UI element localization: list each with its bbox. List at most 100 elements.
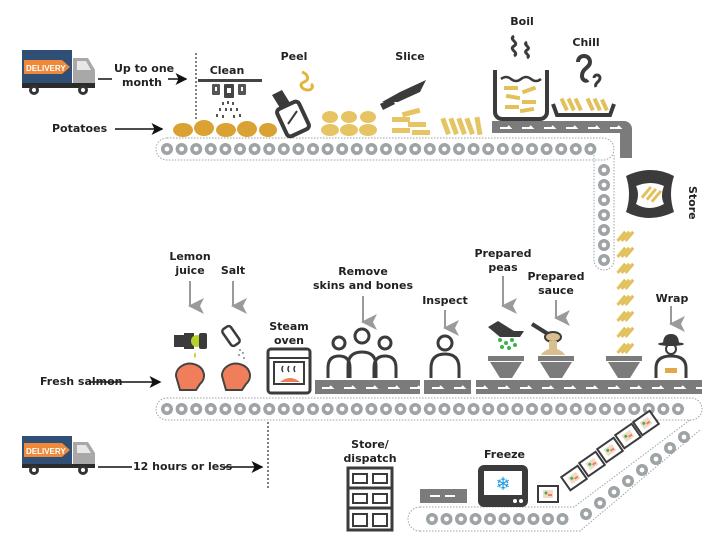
- belt-arrow: [410, 385, 423, 389]
- roller: [598, 254, 610, 266]
- roller: [608, 486, 620, 498]
- roller: [511, 143, 524, 155]
- peas-line2: peas: [488, 261, 518, 274]
- roller: [594, 497, 606, 509]
- roller: [234, 143, 246, 155]
- roller: [555, 403, 568, 415]
- chip: [616, 246, 627, 258]
- roller: [380, 403, 392, 415]
- roller: [321, 403, 334, 415]
- salmon-conveyor: [155, 380, 709, 421]
- roller: [234, 403, 246, 415]
- belt-arrow: [586, 385, 599, 389]
- workers-icon: [326, 327, 398, 378]
- belt-arrow: [674, 385, 687, 389]
- step-boil-label: Boil: [510, 15, 534, 28]
- potatoes-icon: [173, 120, 277, 137]
- step-chill-label: Chill: [572, 36, 600, 49]
- chip: [624, 326, 635, 338]
- roller: [455, 513, 467, 525]
- roller: [453, 403, 465, 415]
- roller: [423, 403, 436, 415]
- roller: [580, 508, 592, 520]
- roller: [527, 513, 540, 525]
- step-clean-label: Clean: [209, 64, 245, 77]
- roller: [380, 143, 392, 155]
- roller: [438, 403, 451, 415]
- roller: [350, 403, 363, 415]
- chip: [616, 326, 627, 338]
- store-bag-icon: [626, 170, 674, 218]
- delivery-truck-bottom: DELIVERY: [22, 436, 95, 475]
- meal-box: [537, 485, 559, 503]
- roller: [426, 513, 438, 525]
- input-arrows: [188, 276, 685, 336]
- roller: [657, 403, 670, 415]
- roller: [598, 224, 610, 236]
- clean-icon: [198, 79, 262, 118]
- roller: [394, 403, 407, 415]
- packaged-meals: [537, 409, 661, 503]
- potatoes-label: Potatoes: [52, 122, 108, 135]
- peas-line1: Prepared: [474, 247, 532, 260]
- roller: [277, 143, 290, 155]
- belt-arrow: [652, 385, 665, 389]
- roller: [161, 403, 173, 415]
- roller: [248, 403, 261, 415]
- roller: [650, 453, 662, 465]
- belt-arrow: [520, 385, 533, 389]
- meal-box: [577, 450, 607, 478]
- roller: [678, 431, 690, 443]
- roller: [175, 403, 188, 415]
- step-peel-label: Peel: [280, 50, 308, 63]
- sauce-ladle-icon: [530, 322, 565, 355]
- step-inspect-label: Inspect: [422, 294, 468, 307]
- belt-arrow: [344, 385, 357, 389]
- chip: [620, 310, 631, 322]
- roller: [438, 143, 451, 155]
- delivery-time-potatoes: Up to one month: [114, 62, 174, 90]
- boil-pot-icon: [493, 34, 549, 121]
- roller: [321, 143, 334, 155]
- peeler-icon: [272, 70, 314, 139]
- roller: [556, 513, 569, 525]
- chip: [624, 278, 635, 290]
- snowflake-icon: ❄: [495, 474, 510, 495]
- step-prepared-sauce-label: Prepared sauce: [527, 270, 585, 298]
- belt-arrow: [566, 125, 579, 129]
- roller: [613, 403, 626, 415]
- roller: [511, 403, 524, 415]
- salt-shaker-icon: [221, 324, 245, 359]
- step-store-dispatch-label: Store/ dispatch: [338, 438, 402, 466]
- chip: [616, 230, 627, 242]
- inspector-icon: [429, 334, 461, 378]
- chip: [624, 230, 635, 242]
- belt-arrow: [322, 385, 335, 389]
- delivery-text: DELIVERY: [26, 447, 66, 456]
- roller: [423, 143, 436, 155]
- step-slice-label: Slice: [395, 50, 425, 63]
- roller: [292, 143, 305, 155]
- roller: [622, 475, 634, 487]
- step-remove-skins-label: Remove skins and bones: [312, 265, 414, 293]
- roller: [248, 143, 261, 155]
- roller: [307, 143, 319, 155]
- chip: [616, 262, 627, 274]
- steam-line1: Steam: [269, 320, 309, 333]
- roller: [336, 403, 349, 415]
- belt-arrow: [608, 385, 621, 389]
- belt-arrow: [696, 385, 709, 389]
- roller: [584, 143, 597, 155]
- roller: [599, 403, 611, 415]
- belt-arrow: [454, 385, 467, 389]
- roller: [496, 143, 509, 155]
- chip: [620, 326, 631, 338]
- chip: [624, 310, 635, 322]
- belt-arrow: [366, 385, 379, 389]
- roller: [496, 403, 509, 415]
- step-freeze-label: Freeze: [484, 448, 526, 461]
- chill-tray-icon: [551, 54, 616, 117]
- roller: [569, 143, 582, 155]
- roller: [526, 403, 538, 415]
